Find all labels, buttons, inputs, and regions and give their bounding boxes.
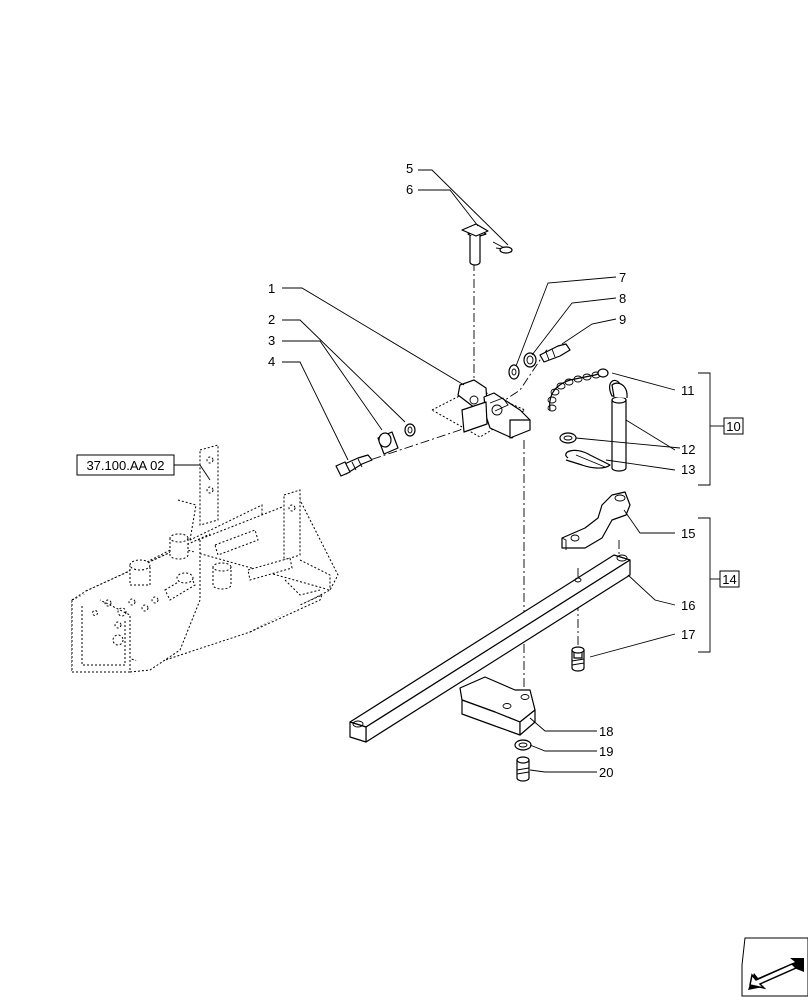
- drawbar-support[interactable]: [459, 676, 536, 736]
- bottom-screw[interactable]: [516, 756, 530, 782]
- spring-clip[interactable]: [492, 241, 513, 254]
- linch-pin[interactable]: [608, 379, 628, 472]
- hitch-pin[interactable]: [461, 223, 489, 266]
- r-clip[interactable]: [565, 449, 611, 469]
- o-ring[interactable]: [559, 432, 577, 444]
- callout-3[interactable]: 3: [268, 333, 275, 348]
- callout-2[interactable]: 2: [268, 312, 275, 327]
- callout-18[interactable]: 18: [599, 724, 613, 739]
- callout-4[interactable]: 4: [268, 354, 275, 369]
- washer[interactable]: [404, 423, 416, 437]
- spring-washer[interactable]: [514, 739, 532, 751]
- leader-lines: [282, 169, 724, 773]
- group-label-10[interactable]: 10: [723, 417, 744, 435]
- callout-5[interactable]: 5: [406, 161, 413, 176]
- next-page-arrow-icon[interactable]: [741, 937, 808, 997]
- group-label-10-text: 10: [726, 419, 740, 434]
- callout-20[interactable]: 20: [599, 765, 613, 780]
- callout-19[interactable]: 19: [599, 744, 613, 759]
- callout-8[interactable]: 8: [619, 291, 626, 306]
- reference-callout[interactable]: 37.100.AA 02: [76, 454, 211, 481]
- callout-12[interactable]: 12: [681, 442, 695, 457]
- clevis-strap[interactable]: [561, 491, 631, 550]
- group-label-14-text: 14: [722, 572, 736, 587]
- bolt[interactable]: [335, 454, 373, 477]
- reference-label: 37.100.AA 02: [86, 458, 164, 473]
- set-screw[interactable]: [539, 343, 571, 363]
- callout-6[interactable]: 6: [406, 182, 413, 197]
- callout-15[interactable]: 15: [681, 526, 695, 541]
- callout-13[interactable]: 13: [681, 462, 695, 477]
- ring-washer[interactable]: [508, 364, 520, 380]
- tractor-frame-reference: [71, 444, 339, 673]
- drawbar[interactable]: [349, 554, 631, 743]
- callout-9[interactable]: 9: [619, 312, 626, 327]
- drawbar-bracket[interactable]: [430, 379, 531, 439]
- assembly-axes: [339, 262, 620, 690]
- group-label-14[interactable]: 14: [719, 570, 740, 588]
- callout-1[interactable]: 1: [268, 281, 275, 296]
- callout-17[interactable]: 17: [681, 627, 695, 642]
- flat-washer[interactable]: [523, 352, 537, 368]
- bushing[interactable]: [377, 431, 399, 455]
- safety-chain[interactable]: [547, 368, 609, 412]
- callout-7[interactable]: 7: [619, 270, 626, 285]
- callout-11[interactable]: 11: [681, 383, 695, 398]
- cap-screw[interactable]: [571, 646, 585, 672]
- callout-16[interactable]: 16: [681, 598, 695, 613]
